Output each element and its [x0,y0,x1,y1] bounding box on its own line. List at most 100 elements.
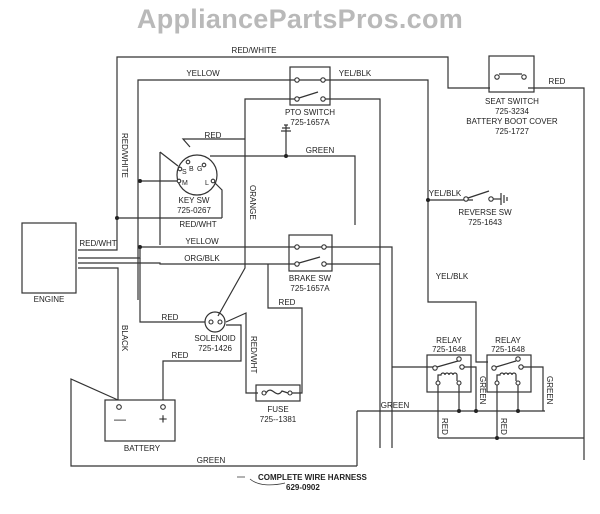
wire-label: RED/WHT [79,239,116,248]
junctions [115,154,520,440]
wire-label: RED/WHT [249,336,258,373]
wire-label: GREEN [545,376,554,405]
watermark: AppliancePartsPros.com [136,4,464,34]
wire-red-wht-engine [78,218,118,251]
seat-switch-part: 725-3234 [495,107,529,116]
wire-label: GREEN [478,376,487,405]
pto-switch: PTO SWITCH 725-1657A [285,66,335,127]
pto-switch-part: 725-1657A [290,118,330,127]
relay-2: RELAY 725-1648 [486,336,532,393]
relay-2-label: RELAY [495,336,521,345]
junction-dot [138,179,142,183]
wire-label: YEL/BLK [429,189,462,198]
wire-label: YELLOW [186,69,220,78]
wire-label: RED/WHITE [232,46,277,55]
wire-red-white-top [116,56,490,218]
junction-dot [284,154,288,158]
fuse-part: 725--1381 [260,415,297,424]
brake-switch-label: BRAKE SW [289,274,332,283]
engine-label: ENGINE [34,295,65,304]
brake-switch-part: 725-1657A [290,284,330,293]
relay-1: RELAY 725-1648 [426,336,472,393]
wire-label: RED/WHITE [120,133,129,178]
wire-label: YEL/BLK [436,272,469,281]
wire-battery-ground [70,378,357,467]
wire-label: BLACK [120,325,129,352]
wire-labels: RED/WHITE YELLOW YEL/BLK RED RED/WHITE R… [79,46,565,465]
wire-label: RED [205,131,222,140]
wire-label: RED [162,313,179,322]
harness-leader [237,476,286,486]
junction-dot [426,198,430,202]
wire-label: GREEN [381,401,410,410]
junction-dot [495,436,499,440]
wire-label: RED [440,418,449,435]
wire-label: RED [279,298,296,307]
battery-boot-cover-label: BATTERY BOOT COVER [466,117,558,126]
reverse-switch-part: 725-1643 [468,218,502,227]
seat-switch: SEAT SWITCH 725-3234 BATTERY BOOT COVER … [466,55,558,136]
battery-negative-icon: — [114,412,126,426]
battery: — + BATTERY [104,399,176,453]
key-switch-label: KEY SW [179,196,210,205]
wire-relay2-green [521,366,544,411]
wire-key-l [213,181,223,218]
wire-org-blk [78,262,295,265]
wire-label: RED [549,77,566,86]
reverse-switch-label: REVERSE SW [458,208,512,217]
key-terminal-label: M [182,180,188,187]
wire-label: YEL/BLK [339,69,372,78]
wire-label: GREEN [306,146,335,155]
wire-red-wht-fuse [225,312,258,394]
wire-label: ORG/BLK [184,254,220,263]
harness-part: 629-0902 [286,483,320,492]
key-switch: S B G M L KEY SW 725-0267 [176,154,218,215]
relay-2-part: 725-1648 [491,345,525,354]
wire-label: RED [172,351,189,360]
key-terminal-b [185,159,191,165]
wire-yellow-mid [78,246,295,259]
wire-label: YELLOW [185,237,219,246]
wire-red-solenoid [139,258,205,323]
junction-dot [138,245,142,249]
relay-1-label: RELAY [436,336,462,345]
wire-green-key [210,155,356,225]
key-terminal-s [177,166,183,172]
relay-1-part: 725-1648 [432,345,466,354]
wire-orange [217,245,246,317]
fuse: FUSE 725--1381 [255,384,301,424]
wire-label: RED [499,418,508,435]
fuse-label: FUSE [267,405,288,414]
reverse-switch: REVERSE SW 725-1643 [458,190,512,227]
wire-red-seat [528,87,585,460]
wire-red-key [181,138,245,148]
solenoid: SOLENOID 725-1426 [194,311,236,353]
junction-dot [115,216,119,220]
battery-label: BATTERY [124,444,161,453]
key-terminal-label: G [197,166,202,173]
harness-callout: COMPLETE WIRE HARNESS 629-0902 [258,473,368,492]
junction-dot [516,409,520,413]
key-switch-part: 725-0267 [177,206,211,215]
wires [70,56,585,486]
pto-switch-label: PTO SWITCH [285,108,335,117]
key-terminal-label: L [205,180,209,187]
brake-switch: BRAKE SW 725-1657A [288,234,333,293]
junction-dot [474,409,478,413]
harness-label: COMPLETE WIRE HARNESS [258,473,368,482]
wire-pto-lower-left [244,98,295,245]
wire-label: ORANGE [248,185,257,220]
battery-positive-icon: + [159,411,168,428]
key-terminal-g [201,162,207,168]
wire-red-brake [267,264,303,394]
wire-black [78,267,119,400]
wire-relay1-green [462,366,477,411]
junction-dot [457,409,461,413]
wire-yellow-top [137,79,295,300]
seat-switch-label: SEAT SWITCH [485,97,539,106]
wire-brake-right [325,246,393,448]
solenoid-part: 725-1426 [198,344,232,353]
wire-pto-lower-right [325,98,381,448]
key-terminal-label: B [189,166,194,173]
